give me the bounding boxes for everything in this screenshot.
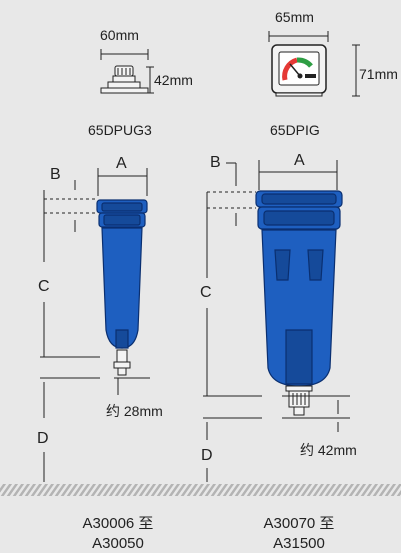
large-a-label: A <box>294 152 305 169</box>
floor-hatch <box>0 484 401 496</box>
large-b-label: B <box>210 154 221 171</box>
gauge2-width-label: 65mm <box>275 9 314 25</box>
gauge2-drawing <box>271 44 327 97</box>
large-c-label: C <box>200 284 212 301</box>
small-filter-drawing <box>96 199 148 376</box>
gauge2-height-label: 71mm <box>359 66 398 82</box>
gauge-dpig: 65mm 71mm 65DPIG <box>268 9 398 138</box>
small-range-line2: A30050 <box>92 535 144 552</box>
large-d-label: D <box>201 447 213 464</box>
small-b-label: B <box>50 166 61 183</box>
filter-small: A B C 约 28mm <box>37 155 163 552</box>
gauge1-drawing <box>100 65 149 94</box>
small-a-label: A <box>116 155 127 172</box>
gauge2-model-label: 65DPIG <box>270 122 320 138</box>
gauge1-height-label: 42mm <box>154 72 193 88</box>
gauge-dpug3: 60mm 42mm 65DPUG3 <box>88 27 193 138</box>
large-filter-drawing <box>255 190 343 416</box>
large-range-line2: A31500 <box>273 535 325 552</box>
small-range-line1: A30006 至 <box>83 515 154 532</box>
gauge1-width-label: 60mm <box>100 27 139 43</box>
small-drain-label: 约 28mm <box>106 403 163 419</box>
large-drain-label: 约 42mm <box>300 442 357 458</box>
small-c-label: C <box>38 278 50 295</box>
large-range-line1: A30070 至 <box>264 515 335 532</box>
filter-large: A B C <box>200 152 357 552</box>
small-d-label: D <box>37 430 49 447</box>
gauge1-model-label: 65DPUG3 <box>88 122 152 138</box>
